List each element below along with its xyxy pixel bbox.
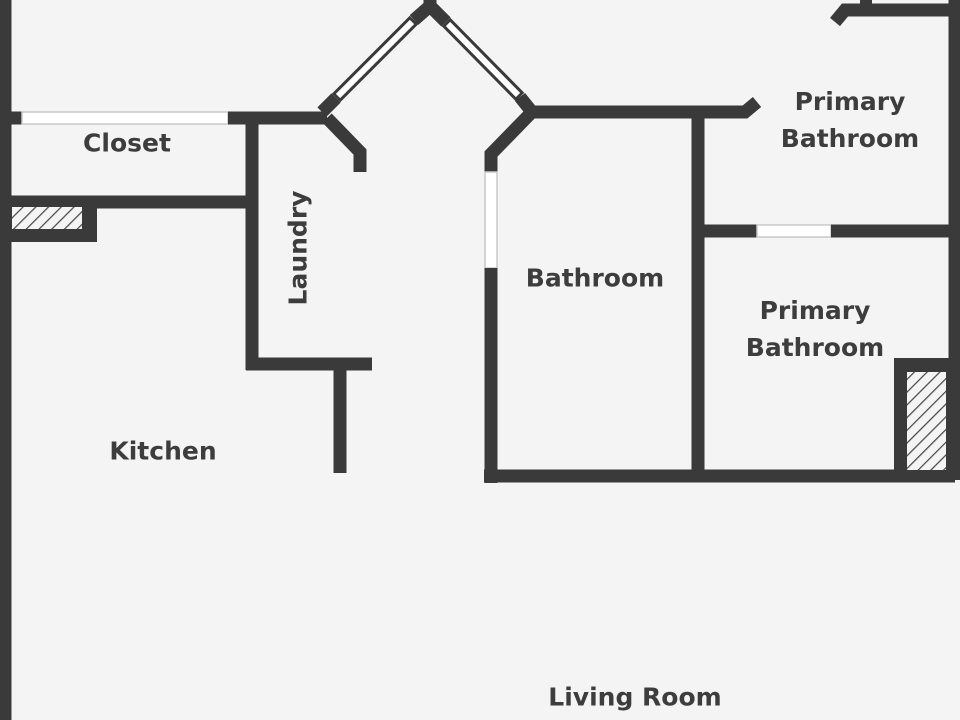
- room-label-primary-bathroom-top-line1: Primary: [794, 87, 906, 116]
- bathroom-angled-corner: [484, 109, 535, 172]
- room-label-primary-bathroom-top: Primary Bathroom: [781, 83, 919, 157]
- room-label-kitchen: Kitchen: [109, 436, 217, 466]
- bay-wall-left-stub: [317, 93, 341, 117]
- bathroom-window: [484, 171, 498, 269]
- closet-window: [21, 111, 229, 125]
- primary-bathroom-vent-shaft: [907, 372, 946, 470]
- room-label-living-room: Living Room: [548, 682, 722, 712]
- room-label-closet: Closet: [83, 128, 171, 158]
- room-label-primary-bathroom-mid-line2: Bathroom: [745, 333, 885, 362]
- bathroom-top-wall: [527, 97, 762, 119]
- room-label-bathroom: Bathroom: [525, 263, 665, 293]
- room-label-laundry: Laundry: [283, 190, 313, 306]
- top-right-wall: [830, 3, 955, 27]
- bay-window-left-glass: [335, 19, 415, 99]
- entry-angled-wall-left: [322, 113, 367, 172]
- bay-window-right-glass: [445, 21, 521, 98]
- room-label-primary-bathroom-mid: Primary Bathroom: [746, 292, 884, 366]
- kitchen-vent-shaft: [12, 207, 82, 229]
- primary-bathroom-divider-window: [756, 224, 832, 238]
- room-label-primary-bathroom-mid-line1: Primary: [759, 296, 871, 325]
- room-label-primary-bathroom-top-line2: Bathroom: [780, 124, 920, 153]
